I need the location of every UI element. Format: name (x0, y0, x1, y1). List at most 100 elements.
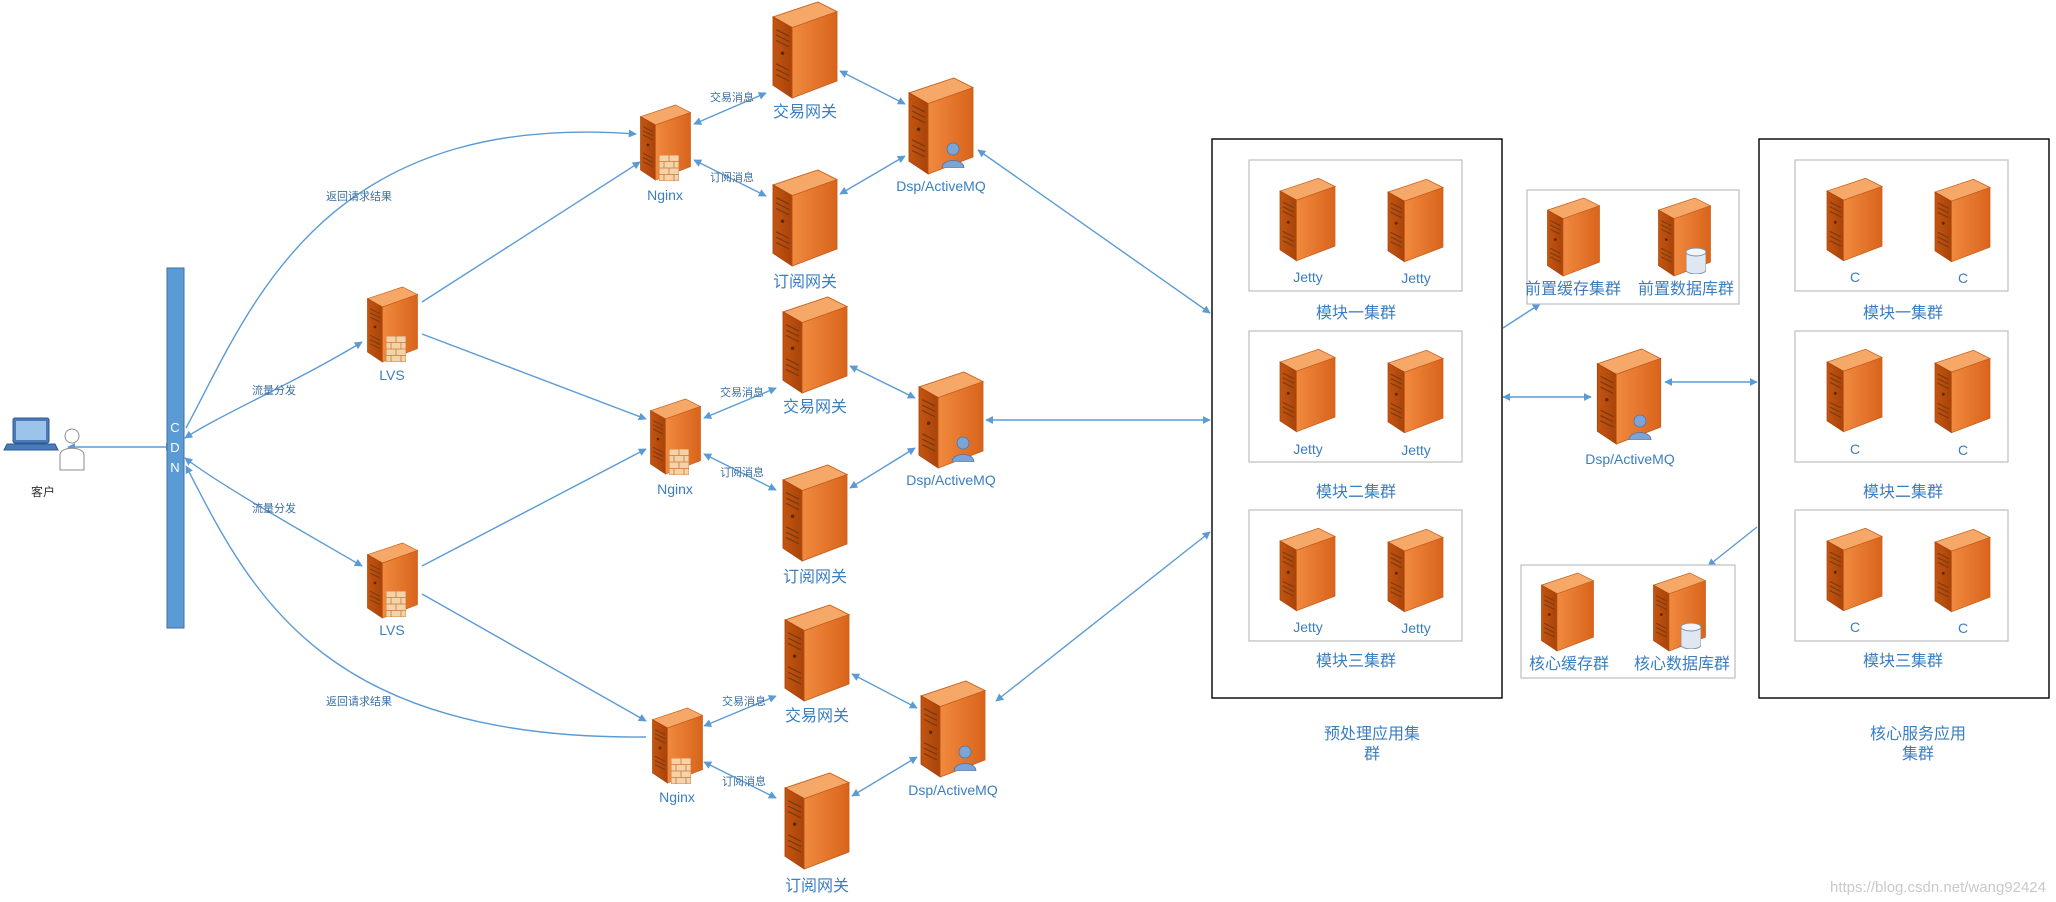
cdn-node: C D N (166, 267, 185, 629)
server-icon (1279, 527, 1336, 612)
preprocess-title: 预处理应用集群 (1324, 724, 1420, 763)
core-cache-label: 核心缓存群 (1529, 655, 1609, 673)
edge-preprocess-frontstorage (1502, 303, 1541, 329)
server-icon (1387, 528, 1444, 613)
edge-lvs1-nginx2 (421, 333, 647, 421)
jetty-label: Jetty (1293, 269, 1323, 285)
middle-mq-label: Dsp/ActiveMQ (1585, 451, 1675, 467)
nginx-node-1: Nginx (639, 104, 692, 203)
firewall-icon (659, 155, 679, 181)
sub-gateway-label-2: 订阅网关 (783, 568, 847, 586)
server-icon (1387, 178, 1444, 263)
cdn-letter-d: D (170, 440, 179, 455)
c-label: C (1958, 270, 1968, 286)
nginx-node-2: Nginx (649, 398, 702, 497)
firewall-icon (671, 758, 691, 784)
server-icon (1546, 197, 1601, 277)
edge-sub1-mq1 (839, 155, 906, 195)
client-node: 客户 (3, 417, 85, 499)
edge-sub2-mq2 (849, 447, 916, 489)
server-icon (908, 77, 974, 175)
trade-msg-label-1: 交易消息 (710, 90, 754, 104)
cdn-bar (166, 267, 185, 629)
firewall-icon (386, 591, 406, 617)
trade-gateway-label-2: 交易网关 (783, 398, 847, 416)
nginx-label-3: Nginx (659, 789, 695, 805)
return-result-label-bottom: 返回请求结果 (326, 695, 392, 708)
server-icon (782, 464, 848, 562)
preprocess-cluster: Jetty Jetty 模块一集群 Jetty Jetty 模块二集群 Jett… (1211, 138, 1503, 699)
firewall-icon (669, 449, 689, 475)
server-icon (772, 1, 838, 99)
server-icon (1387, 349, 1444, 434)
server-icon (1934, 349, 1991, 434)
mq-label-2: Dsp/ActiveMQ (906, 472, 996, 488)
edge-nginx2-trade (703, 387, 777, 419)
c-label: C (1958, 442, 1968, 458)
core-module-3-title: 模块三集群 (1863, 652, 1943, 670)
edge-cdn-lvs2 (184, 457, 363, 567)
edge-mq1-preprocess (977, 149, 1211, 314)
nginx-label-2: Nginx (657, 481, 693, 497)
edge-trade2-mq2 (849, 365, 916, 399)
core-module-2-title: 模块二集群 (1863, 483, 1943, 501)
edge-nginx3-trade (703, 695, 777, 727)
server-icon (918, 371, 984, 469)
nginx-label-1: Nginx (647, 187, 683, 203)
server-icon (1596, 348, 1662, 445)
server-icon (1826, 527, 1883, 612)
front-cache-label: 前置缓存集群 (1525, 280, 1621, 298)
server-icon (784, 604, 850, 702)
connectors (67, 70, 1758, 799)
c-label: C (1850, 441, 1860, 457)
sub-gateway-label-1: 订阅网关 (773, 273, 837, 291)
lvs-label-2: LVS (379, 622, 404, 638)
gateway-group-2: 交易网关 订阅网关 Dsp/ActiveMQ (782, 296, 996, 586)
edge-lvs1-nginx1 (421, 161, 641, 303)
gateway-group-3: 交易网关 订阅网关 Dsp/ActiveMQ (784, 604, 998, 895)
core-cluster: C C 模块一集群 C C 模块二集群 C C 模块三集群 (1758, 138, 2050, 699)
return-result-label-top: 返回请求结果 (326, 190, 392, 203)
edge-lvs2-nginx2 (421, 448, 647, 567)
mq-label-3: Dsp/ActiveMQ (908, 782, 998, 798)
middle-mq-node: Dsp/ActiveMQ (1585, 348, 1675, 467)
laptop-user-icon (3, 417, 85, 471)
database-icon (1686, 248, 1706, 274)
server-icon (782, 296, 848, 394)
preprocess-module-3-title: 模块三集群 (1316, 652, 1396, 670)
cdn-letter-c: C (170, 420, 179, 435)
edge-cdn-lvs1 (184, 341, 363, 439)
client-label: 客户 (31, 484, 55, 499)
edge-labels: 返回请求结果 返回请求结果 流量分发 流量分发 交易消息 订阅消息 交易消息 订… (252, 90, 766, 788)
server-icon (920, 680, 986, 778)
trade-msg-label-3: 交易消息 (722, 694, 766, 708)
lvs-node-1: LVS (366, 286, 419, 383)
lvs-node-2: LVS (366, 542, 419, 638)
edge-nginx1-trade (693, 92, 767, 125)
traffic-split-label-bottom: 流量分发 (252, 501, 296, 515)
jetty-label: Jetty (1293, 619, 1323, 635)
edge-mq3-preprocess (995, 531, 1211, 702)
jetty-label: Jetty (1401, 270, 1431, 286)
edge-lvs2-nginx3 (421, 593, 647, 722)
edge-nginx3-sub (703, 761, 777, 799)
edge-nginx2-sub (703, 453, 777, 491)
lvs-label-1: LVS (379, 367, 404, 383)
core-module-1-title: 模块一集群 (1863, 304, 1943, 322)
edge-return-top (185, 129, 637, 429)
edge-nginx1-sub (693, 159, 767, 197)
trade-gateway-label-3: 交易网关 (785, 707, 849, 725)
c-label: C (1850, 269, 1860, 285)
server-icon (1934, 528, 1991, 613)
server-icon (1934, 178, 1991, 263)
c-label: C (1958, 620, 1968, 636)
nginx-node-3: Nginx (651, 707, 704, 805)
server-icon (1826, 348, 1883, 433)
sub-gateway-label-3: 订阅网关 (785, 877, 849, 895)
core-title: 核心服务应用集群 (1870, 724, 1966, 763)
jetty-label: Jetty (1293, 441, 1323, 457)
watermark: https://blog.csdn.net/wang92424 (1830, 879, 2046, 896)
core-storage: 核心缓存群 核心数据库群 (1520, 564, 1736, 679)
core-db-label: 核心数据库群 (1634, 655, 1730, 673)
